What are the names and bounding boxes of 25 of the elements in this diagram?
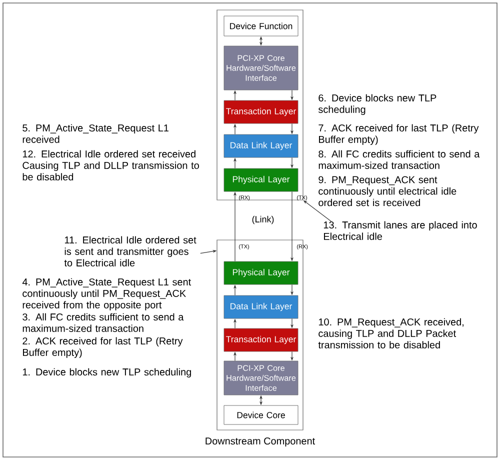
link-label: (Link) (252, 216, 274, 224)
node-label: Downstream Component (206, 437, 316, 446)
step-note: 3. All FC credits sufficient to send a maximum-sized transaction (22, 313, 184, 332)
step-note: 7. ACK received for last TLP (Retry Buffer empty) (318, 124, 479, 145)
core-box: PCI-XP Core Hardware/Software Interface (224, 360, 298, 396)
layer-box: Physical Layer (224, 168, 298, 192)
step-note: 2. ACK received for last TLP (Retry Buffer empty) (22, 337, 183, 358)
layer-box: Transaction Layer (224, 100, 298, 124)
core-box: PCI-XP Core Hardware/Software Interface (224, 46, 298, 90)
device-box: Device Core (224, 405, 298, 425)
step-note: 12. Electrical Idle ordered set received Causing TLP and DLLP transmission to be disabled (22, 150, 199, 180)
step-note: 5. PM_Active_State_Request L1 received (22, 124, 168, 143)
layer-box: Data Link Layer (224, 134, 298, 158)
step-note: 6. Device blocks new TLP scheduling (318, 94, 436, 115)
step-note: 10. PM_Request_ACK received, causing TLP and DLLP Packet transmission to be disabled (318, 318, 464, 348)
callout-text: 13. Transmit lanes are placed into Electrical idle (324, 221, 477, 240)
layer-box: Data Link Layer (224, 295, 298, 319)
step-note: 4. PM_Active_State_Request L1 sent continuously until PM_Request_ACK received from the opposite port (22, 278, 192, 310)
step-note: 8. All FC credits sufficient to send a maximum-sized transaction (318, 150, 480, 169)
step-note: 9. PM_Request_ACK sent continuously until electrical idle ordered set is received (318, 176, 456, 206)
callout-text: 11. Electrical Idle ordered set is sent and transmitter goes to Electrical idle (64, 236, 196, 266)
device-box: Device Function (224, 16, 298, 36)
step-note: 1. Device blocks new TLP scheduling (22, 368, 191, 378)
layer-box: Transaction Layer (224, 328, 298, 352)
layer-box: Physical Layer (224, 261, 298, 285)
